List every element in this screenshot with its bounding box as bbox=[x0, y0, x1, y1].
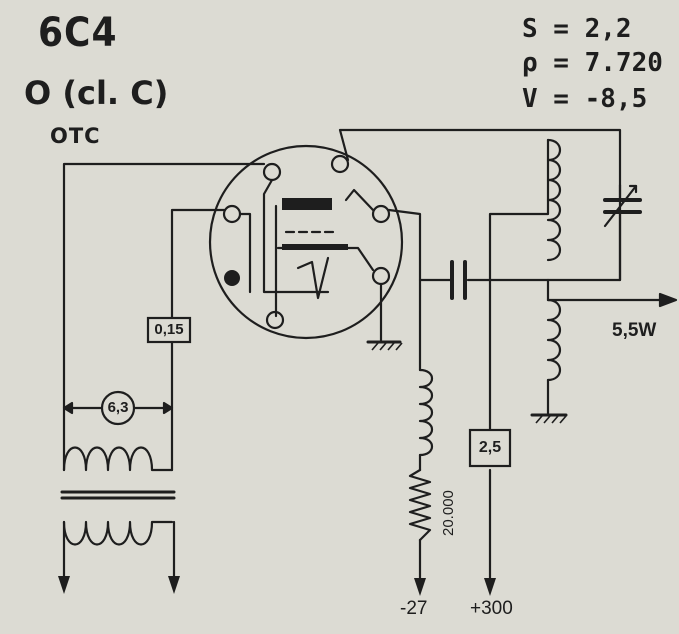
tube-pin bbox=[222, 204, 242, 224]
param-v: V = -8,5 bbox=[522, 84, 648, 114]
heater-voltage-label: 6,3 bbox=[107, 399, 129, 416]
tube-pin bbox=[371, 204, 391, 224]
tube-class: O (cl. C) bbox=[24, 74, 169, 112]
tube-title: 6C4 bbox=[38, 10, 118, 56]
tube-pin-filled bbox=[224, 270, 240, 286]
param-s: S = 2,2 bbox=[522, 14, 632, 44]
tube-pin bbox=[262, 162, 282, 182]
plate-resistor-label: 2,5 bbox=[478, 439, 502, 456]
tube-pin bbox=[371, 266, 391, 286]
param-rho: ρ = 7.720 bbox=[522, 48, 663, 78]
plate-resistor-box bbox=[468, 428, 512, 468]
tube-plate bbox=[282, 198, 332, 210]
grid-resistor-box bbox=[146, 316, 192, 344]
output-power-label: 5,5W bbox=[612, 320, 657, 341]
supply-negative-label: -27 bbox=[400, 598, 428, 619]
tube-pin bbox=[330, 154, 350, 174]
tube-envelope bbox=[208, 144, 404, 340]
tube-mode: OTC bbox=[50, 124, 101, 148]
grid-resistor-label: 0,15 bbox=[154, 321, 184, 338]
cathode-resistor-label: 20.000 bbox=[440, 490, 457, 536]
heater-voltage-circle bbox=[100, 390, 136, 426]
supply-positive-label: +300 bbox=[470, 598, 513, 619]
